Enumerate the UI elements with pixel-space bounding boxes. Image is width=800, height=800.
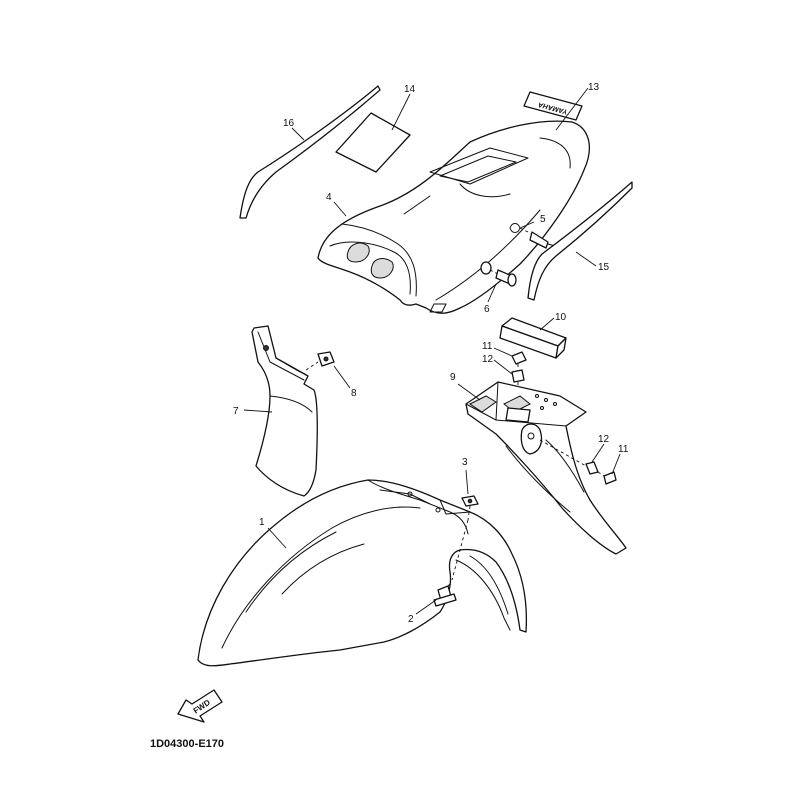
callout-10: 10 <box>555 312 567 323</box>
fender-bolt-lower <box>433 583 457 607</box>
callout-5: 5 <box>540 214 546 225</box>
callout-9: 9 <box>450 372 456 383</box>
yamaha-emblem: YAMAHA <box>523 91 583 121</box>
callout-11-lower: 11 <box>618 444 629 455</box>
callout-13: 13 <box>588 82 600 93</box>
callout-3: 3 <box>462 457 468 468</box>
side-graphic-left <box>239 85 381 219</box>
damper-rubber <box>499 317 567 359</box>
nut-lower <box>585 461 599 475</box>
callout-14: 14 <box>404 84 416 95</box>
callout-numbers: 1 2 3 4 5 6 7 8 9 10 11 11 12 12 13 14 1… <box>233 82 629 625</box>
catalog-code-label: 1D04300-E170 <box>150 738 225 750</box>
nut-upper <box>511 369 525 383</box>
fender-bolt-upper <box>461 495 479 521</box>
callout-16: 16 <box>283 118 295 129</box>
callout-15: 15 <box>598 262 610 273</box>
side-graphic-right <box>527 181 633 301</box>
callout-1: 1 <box>259 517 265 528</box>
emblem-sheet <box>335 112 411 173</box>
rear-fender <box>317 120 590 314</box>
bolt-lower <box>597 471 617 485</box>
front-fender-flap <box>251 325 318 497</box>
leader-lines <box>243 87 621 615</box>
callout-7: 7 <box>233 406 239 417</box>
flap-bolt <box>305 351 335 371</box>
callout-2: 2 <box>408 614 414 625</box>
callout-8: 8 <box>351 388 357 399</box>
screw-with-washer <box>480 261 517 287</box>
callout-12-upper: 12 <box>482 354 494 365</box>
callout-11-upper: 11 <box>482 341 493 352</box>
front-fender <box>197 479 528 667</box>
callout-4: 4 <box>326 192 332 203</box>
forward-direction-arrow: FWD <box>177 689 223 723</box>
rear-flap-bracket <box>465 381 627 555</box>
callout-6: 6 <box>484 304 490 315</box>
callout-12-lower: 12 <box>598 434 610 445</box>
